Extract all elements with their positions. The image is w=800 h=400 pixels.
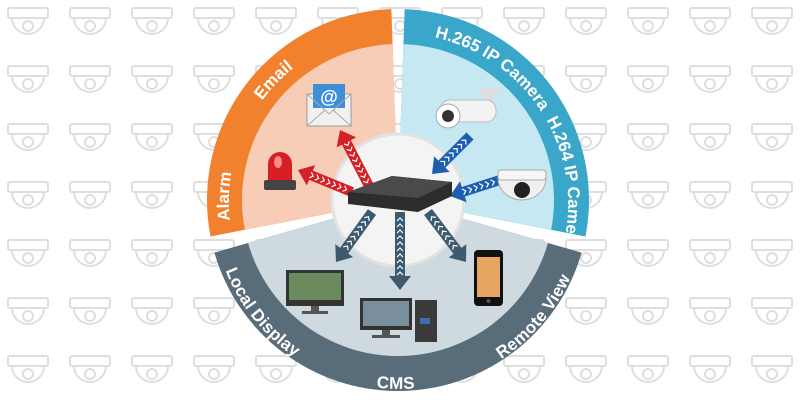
smartphone-icon [474, 250, 503, 306]
arrow-local [335, 209, 377, 263]
dome-camera-icon [497, 169, 547, 201]
arrow-cms [389, 212, 411, 290]
bullet-camera-icon [435, 88, 500, 129]
desktop-pc-icon [360, 298, 437, 342]
nvr-recorder-icon [348, 176, 452, 212]
arrow-email [336, 130, 375, 191]
monitor-icon [286, 270, 344, 314]
arrow-h265 [432, 132, 474, 174]
arrow-alarm [298, 165, 354, 197]
label-alarm: Alarm [214, 170, 235, 221]
label-cms: CMS [376, 373, 415, 393]
arrow-h264 [450, 175, 502, 203]
svg-text:@: @ [320, 87, 338, 107]
arrow-remote [424, 208, 467, 263]
email-envelope-icon: @ [306, 84, 352, 127]
alarm-siren-icon [264, 152, 296, 190]
